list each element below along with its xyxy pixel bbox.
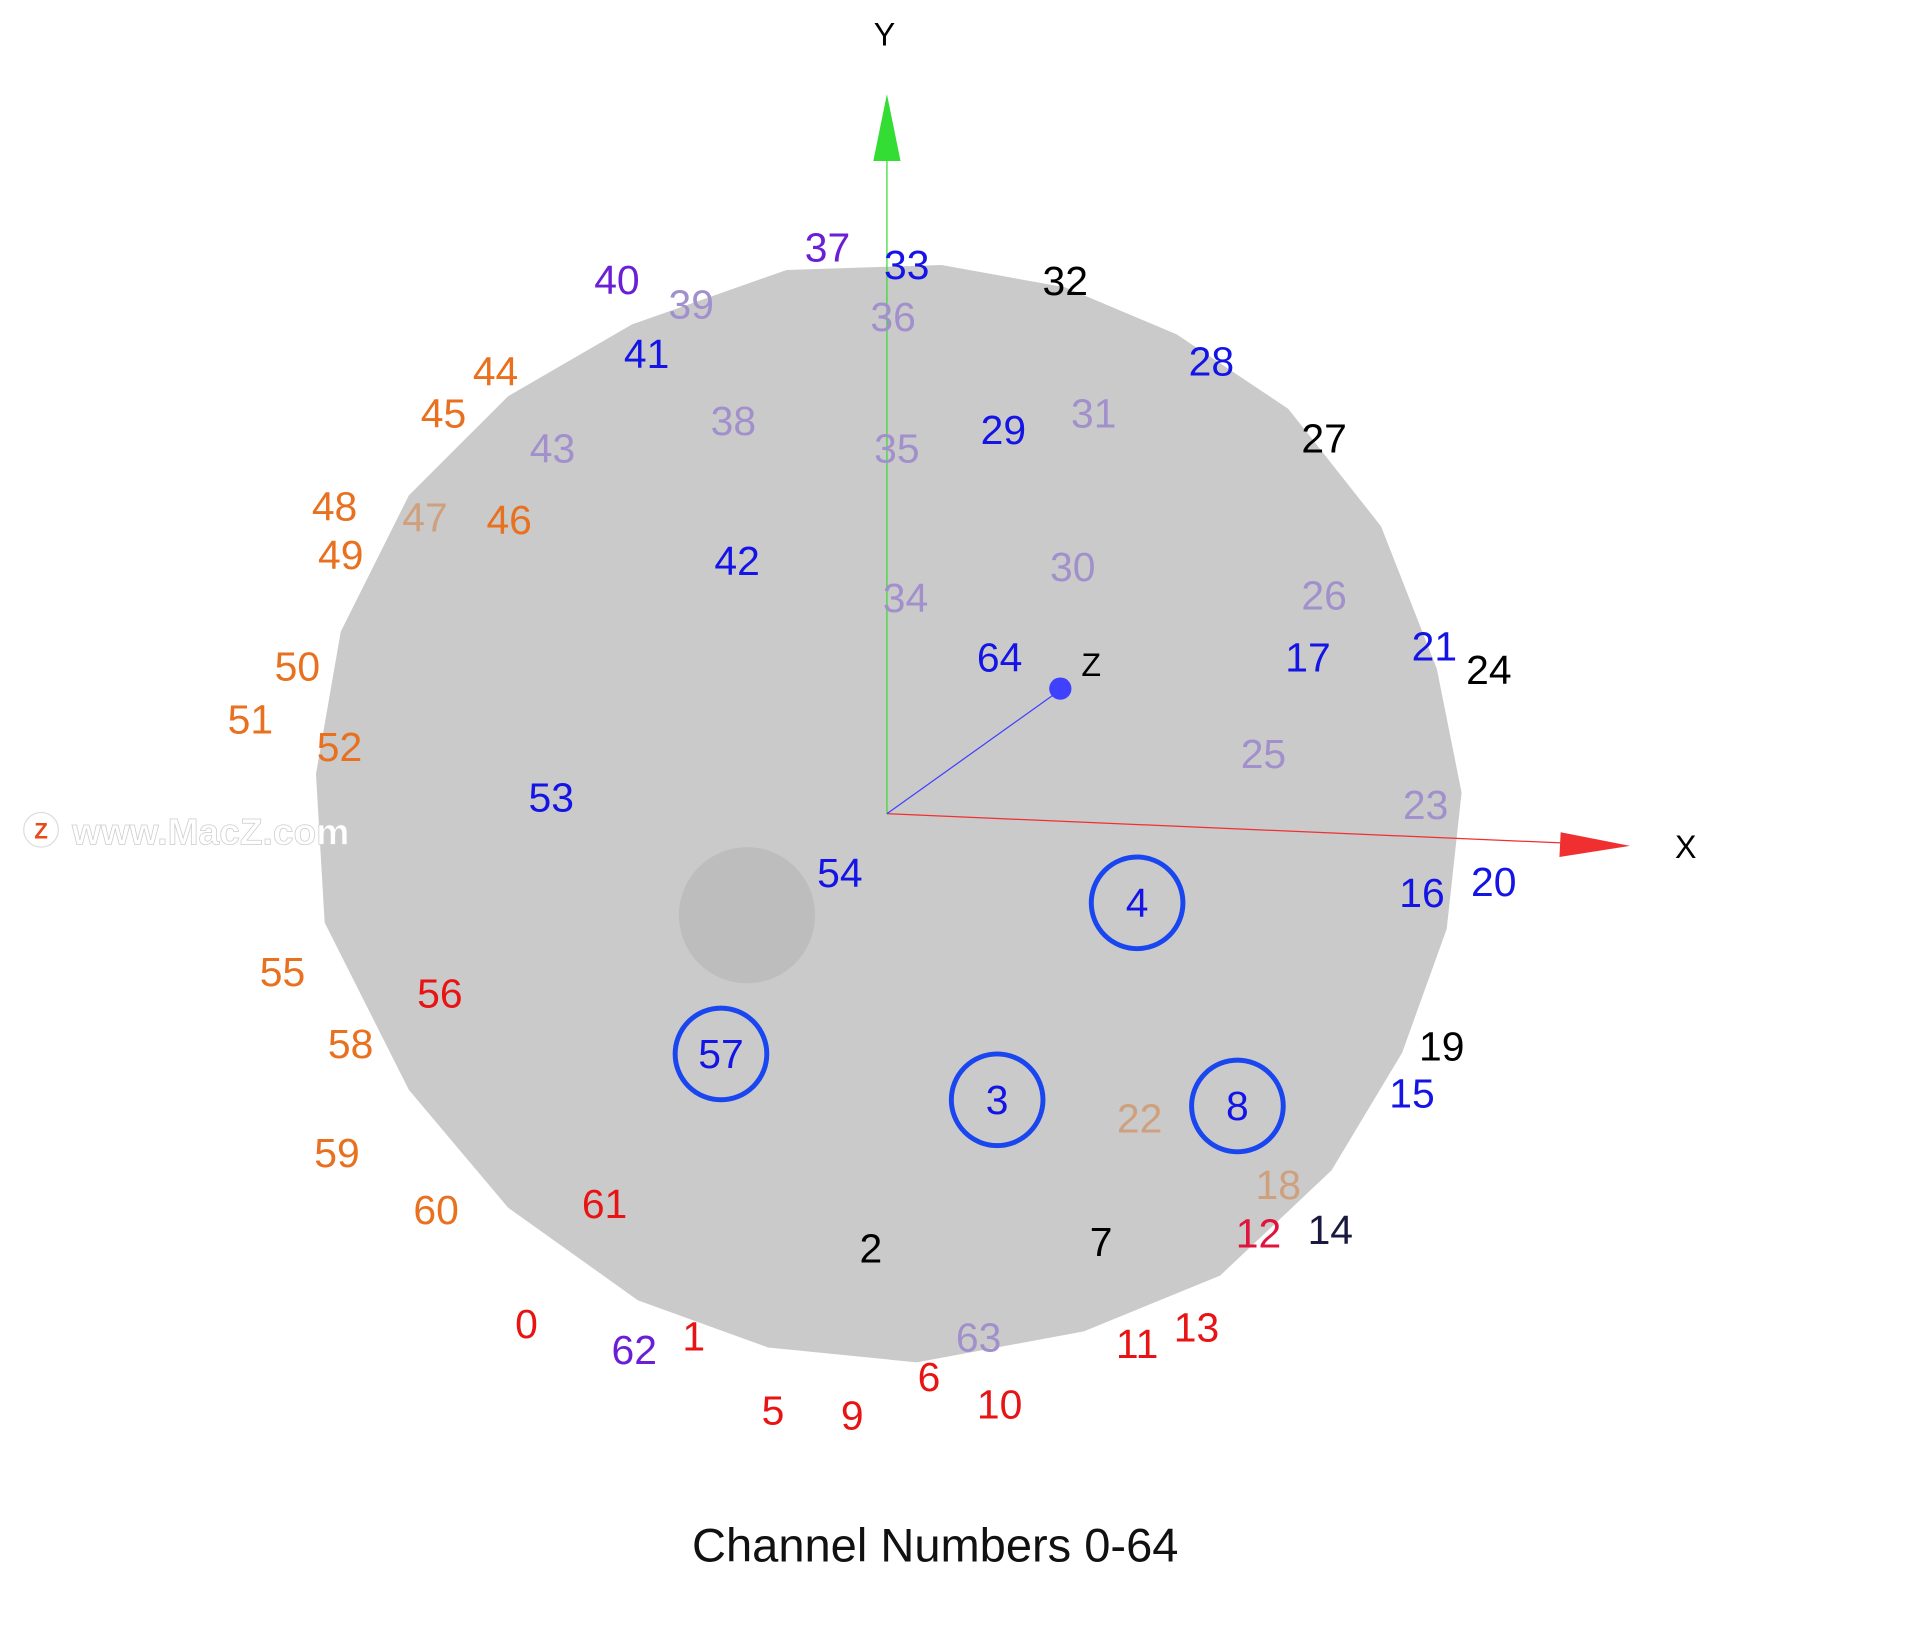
highlight-ring-57 [672,1005,770,1103]
highlight-ring-4 [1088,854,1186,952]
x-axis-line [886,813,1574,845]
channel-label-6: 6 [918,1354,941,1400]
z-axis-line [886,693,1056,815]
z-axis-endpoint-icon [1049,677,1072,700]
channel-label-57: 57 [698,1031,743,1077]
channel-label-16: 16 [1399,870,1444,916]
channel-label-10: 10 [977,1381,1022,1427]
channel-label-35: 35 [874,425,919,471]
channel-label-11: 11 [1116,1321,1158,1367]
channel-label-40: 40 [594,257,639,303]
channel-label-5: 5 [762,1388,785,1434]
channel-label-41: 41 [624,331,669,377]
channel-label-23: 23 [1403,782,1448,828]
channel-label-8: 8 [1226,1083,1249,1129]
x-axis-arrowhead-icon [1559,832,1631,858]
channel-label-30: 30 [1050,544,1095,590]
channel-label-29: 29 [981,407,1026,453]
z-axis-label: Z [1081,647,1101,683]
channel-label-50: 50 [275,643,320,689]
watermark-logo-letter: Z [34,818,48,843]
channel-label-62: 62 [612,1327,657,1373]
channel-label-32: 32 [1043,258,1088,304]
channel-label-19: 19 [1419,1024,1464,1070]
channel-label-58: 58 [328,1021,373,1067]
channel-label-20: 20 [1471,859,1516,905]
channel-label-48: 48 [312,484,357,530]
channel-label-0: 0 [515,1301,538,1347]
channel-label-47: 47 [402,495,447,541]
channel-label-22: 22 [1117,1095,1162,1141]
channel-label-3: 3 [986,1077,1009,1123]
channel-label-24: 24 [1466,647,1511,693]
channel-label-14: 14 [1308,1207,1353,1253]
reference-marker [678,847,816,984]
channel-label-39: 39 [669,282,714,328]
channel-label-49: 49 [318,532,363,578]
watermark-logo-icon [23,811,59,848]
channel-label-63: 63 [956,1315,1001,1361]
channel-label-52: 52 [317,724,362,770]
channel-label-44: 44 [473,349,518,395]
highlight-ring-8 [1189,1057,1286,1155]
y-axis-arrowhead-icon [873,94,901,162]
channel-label-46: 46 [486,497,531,543]
channel-label-43: 43 [530,425,575,471]
channel-label-9: 9 [841,1393,864,1439]
channel-label-45: 45 [421,391,466,437]
channel-label-33: 33 [884,242,929,288]
channel-label-25: 25 [1241,731,1286,777]
channel-label-61: 61 [582,1181,627,1227]
channel-label-56: 56 [417,970,462,1016]
channel-label-51: 51 [228,697,273,743]
channel-label-13: 13 [1174,1305,1219,1351]
channel-label-21: 21 [1412,623,1457,669]
channel-label-12: 12 [1236,1211,1281,1257]
channel-label-18: 18 [1256,1162,1301,1208]
highlight-rings [672,854,1286,1155]
channel-label-15: 15 [1389,1071,1434,1117]
channel-label-38: 38 [711,398,756,444]
channel-label-1: 1 [682,1313,705,1359]
channel-label-59: 59 [314,1130,359,1176]
channel-label-28: 28 [1189,339,1234,385]
channel-label-37: 37 [805,225,850,271]
channel-label-27: 27 [1301,415,1346,461]
channel-label-31: 31 [1071,391,1116,437]
channel-label-54: 54 [817,850,862,896]
watermark: Z www.MacZ.com [23,810,350,853]
channel-label-36: 36 [870,294,915,340]
channel-label-64: 64 [977,635,1022,681]
diagram-title: Channel Numbers 0-64 [692,1519,1178,1572]
channel-label-26: 26 [1301,573,1346,619]
channel-label-4: 4 [1126,880,1149,926]
highlight-ring-3 [948,1051,1046,1149]
channel-label-42: 42 [714,538,759,584]
channel-label-7: 7 [1090,1219,1113,1265]
watermark-text: www.MacZ.com [71,811,349,853]
channel-label-2: 2 [859,1225,882,1271]
y-axis-label: Y [874,17,895,53]
channel-label-55: 55 [260,949,305,995]
channel-label-17: 17 [1285,635,1330,681]
channel-label-34: 34 [883,575,928,621]
channel-label-60: 60 [413,1187,458,1233]
channel-label-53: 53 [529,775,574,821]
x-axis-label: X [1675,829,1696,865]
